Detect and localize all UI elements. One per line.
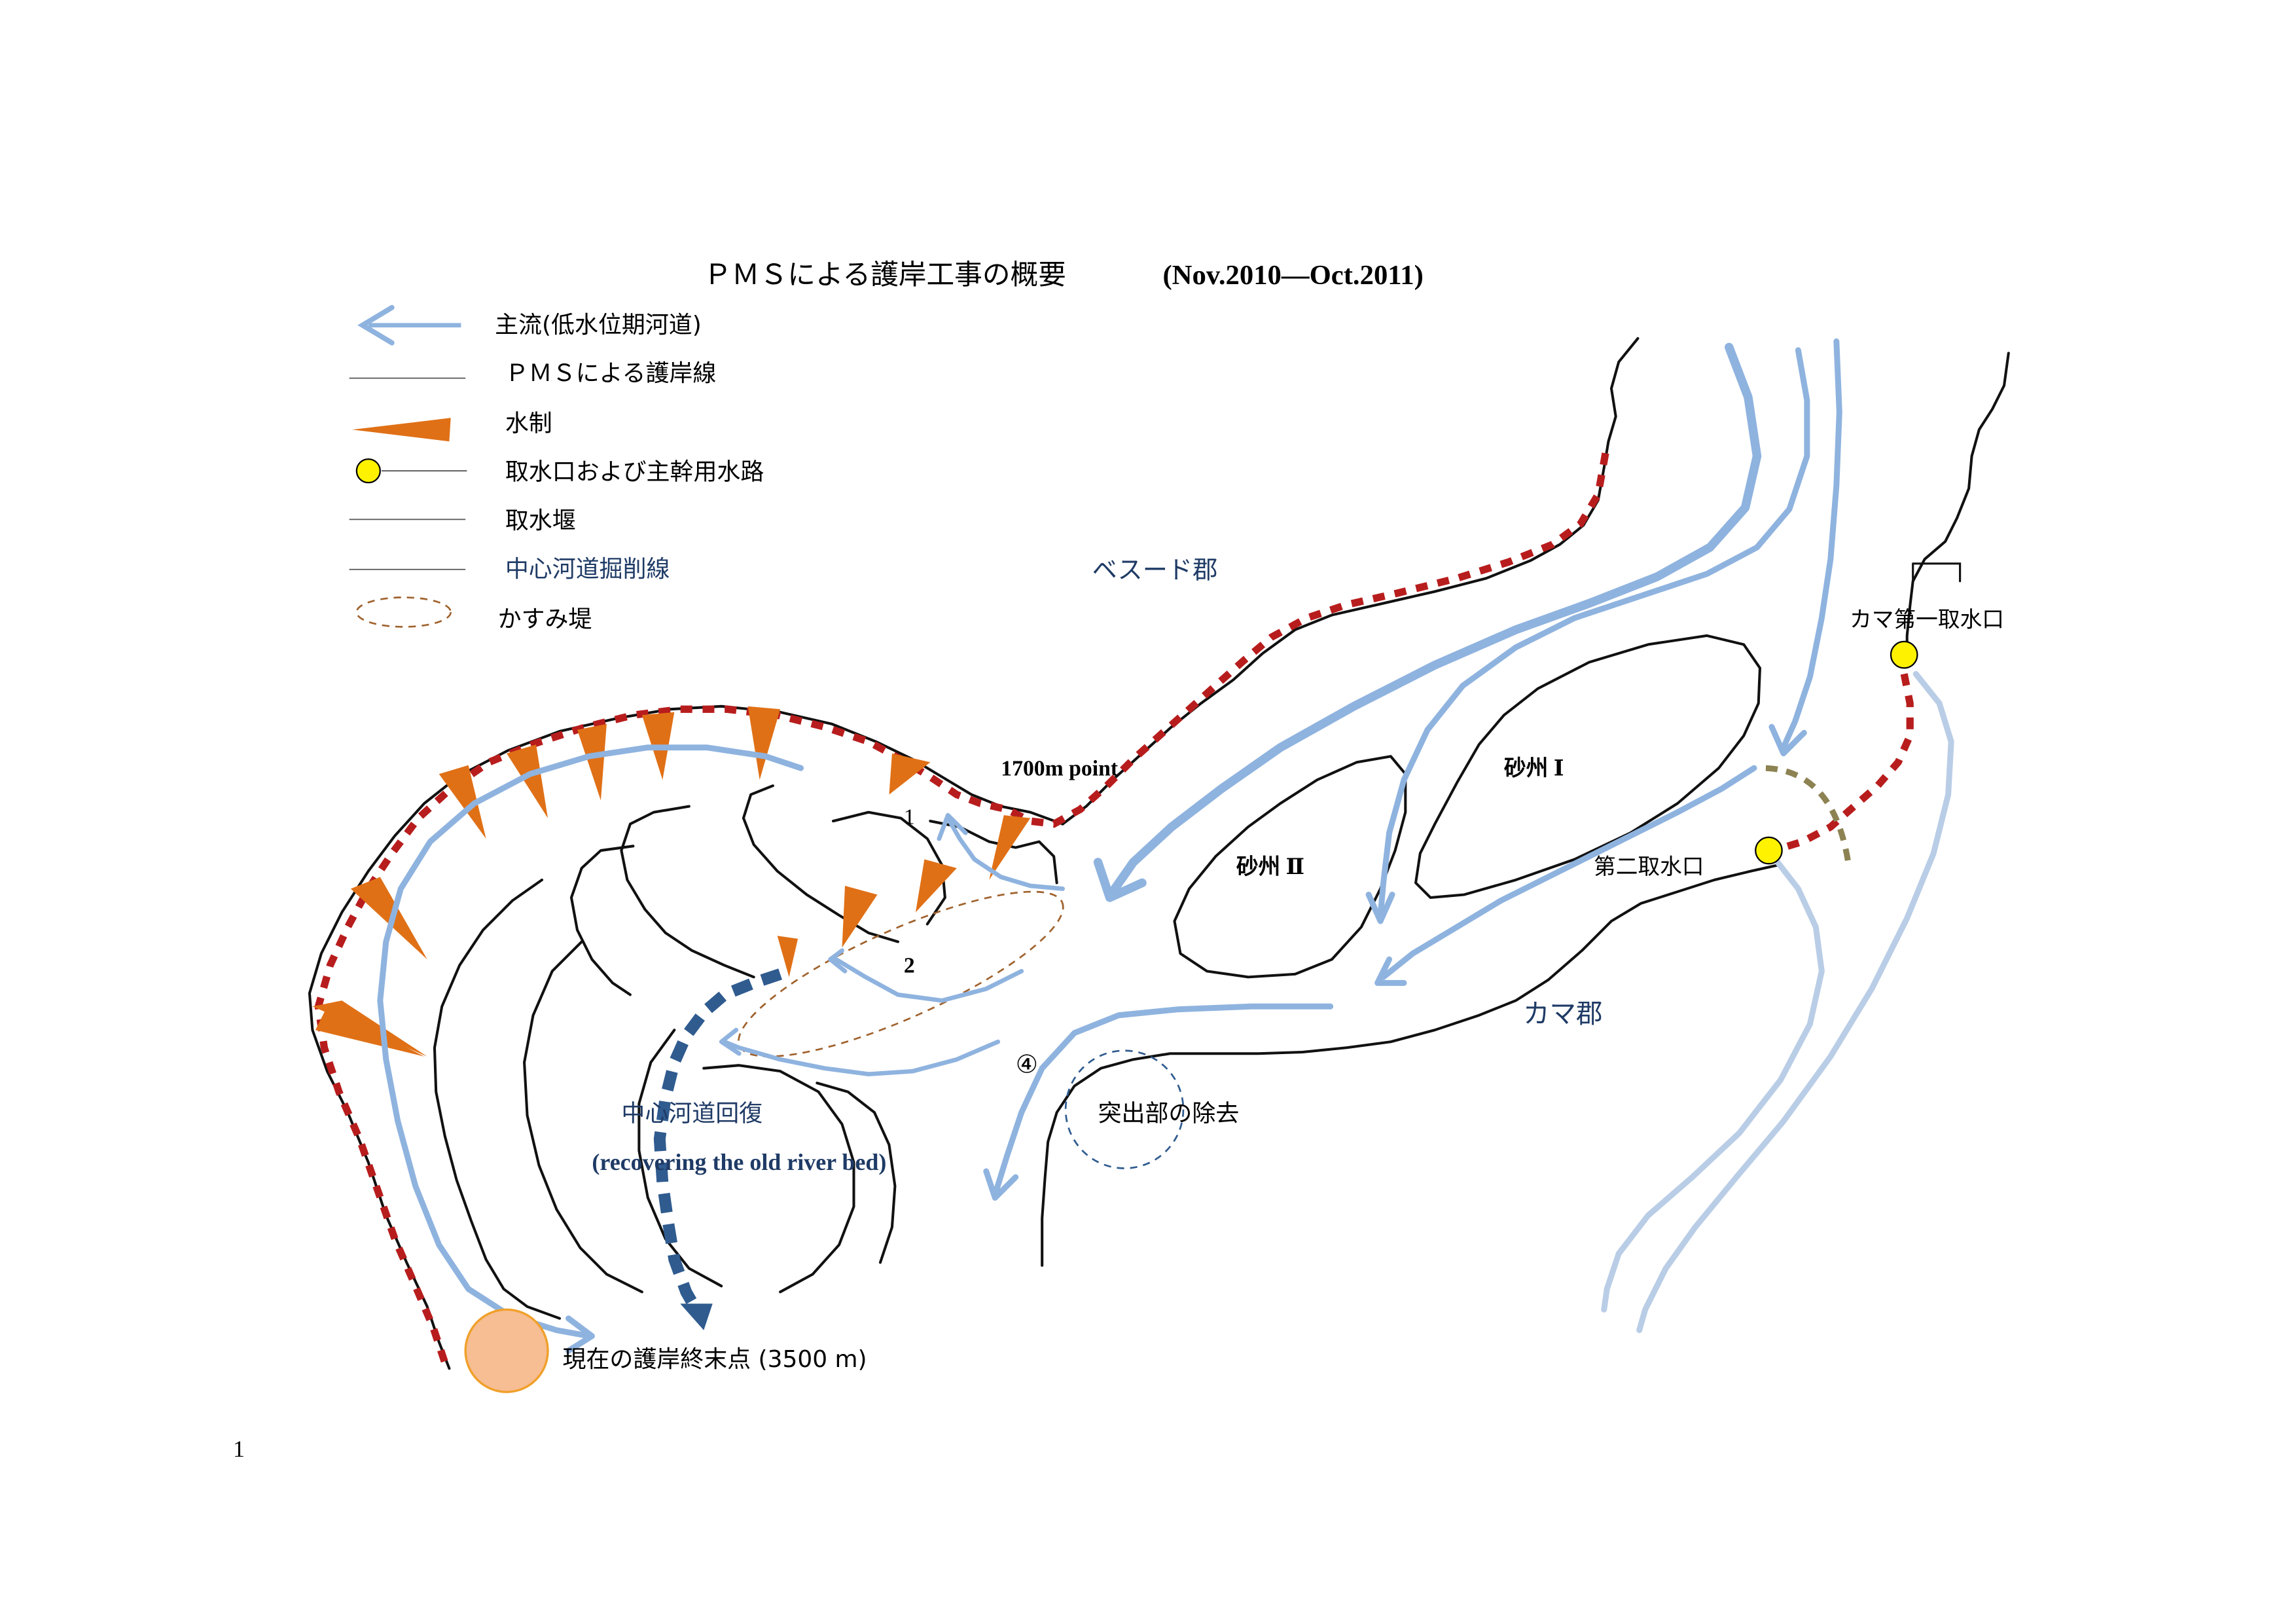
legend-excavation-label: 中心河道掘削線 — [505, 556, 670, 583]
legend-main-flow-label: 主流(低水位期河道) — [495, 312, 702, 338]
spur-dike-icon — [350, 877, 427, 960]
besud-district-label: ベスード郡 — [1092, 556, 1218, 585]
spur-dike-icon — [577, 723, 607, 801]
intake-2-icon — [1755, 836, 1783, 865]
legend-main-flow-icon — [357, 304, 461, 346]
spur-dikes — [312, 706, 1031, 1057]
legend-weir-label: 取水堰 — [505, 507, 576, 534]
page-number: 1 — [233, 1436, 245, 1462]
legend-intake-label: 取水口および主幹用水路 — [505, 459, 764, 486]
legend-intake-icon — [355, 458, 467, 484]
main-flows — [377, 338, 1954, 1354]
legend-spur-dike-icon — [352, 418, 451, 442]
sandbar-1-label: 砂州 Ⅰ — [1504, 756, 1564, 780]
kama-intake-1-label: カマ第一取水口 — [1850, 606, 2004, 632]
spur-dike-icon — [989, 815, 1031, 881]
spur-dike-icon — [842, 885, 878, 948]
point-1700-label: 1700m point — [1001, 756, 1119, 780]
protrusion-removal-circle — [1064, 1049, 1185, 1169]
recover-en-label: (recovering the old river bed) — [592, 1149, 886, 1175]
end-point-marker — [464, 1308, 549, 1393]
kasumi-levee — [738, 890, 1064, 1058]
spur-dike-icon — [439, 765, 486, 839]
shorelines — [308, 337, 2010, 1370]
protrusion-removal-label: 突出部の除去 — [1098, 1101, 1240, 1127]
excavation-route — [653, 968, 782, 1330]
spur-dike-icon — [889, 753, 931, 795]
kama-intake-1-icon — [1890, 640, 1918, 669]
spur-dike-icon — [507, 744, 548, 818]
legend-kasumi-icon — [355, 596, 452, 628]
spur-dike-icon — [777, 936, 798, 977]
legend-bank-line-label: ＰＭＳによる護岸線 — [505, 360, 716, 387]
legend: 主流(低水位期河道) ＰＭＳによる護岸線 水制 取水口および主幹用水路 取水堰 … — [349, 304, 764, 632]
map-period: (Nov.2010―Oct.2011) — [1162, 260, 1423, 291]
sandbar-2-label: 砂州 Ⅱ — [1236, 854, 1304, 879]
recover-jp-label: 中心河道回復 — [621, 1101, 762, 1127]
marker-4-label: ④ — [1016, 1050, 1038, 1079]
marker-1-label: 1 — [904, 805, 915, 830]
intake-2-label: 第二取水口 — [1594, 854, 1704, 879]
map-title: ＰＭＳによる護岸工事の概要 — [704, 259, 1066, 291]
legend-kasumi-label: かすみ堤 — [498, 606, 592, 632]
pms-bank-lines — [314, 452, 1914, 1364]
left-arrow-icon — [1093, 858, 1147, 902]
marker-2-label: 2 — [904, 954, 915, 978]
spur-dike-icon — [915, 859, 957, 913]
kama-district-label: カマ郡 — [1523, 998, 1602, 1029]
legend-spur-dike-label: 水制 — [505, 410, 552, 437]
down-arrow-icon — [680, 1304, 713, 1330]
end-point-label: 現在の護岸終末点 (3500 m) — [562, 1346, 867, 1373]
spur-dike-icon — [747, 706, 781, 780]
